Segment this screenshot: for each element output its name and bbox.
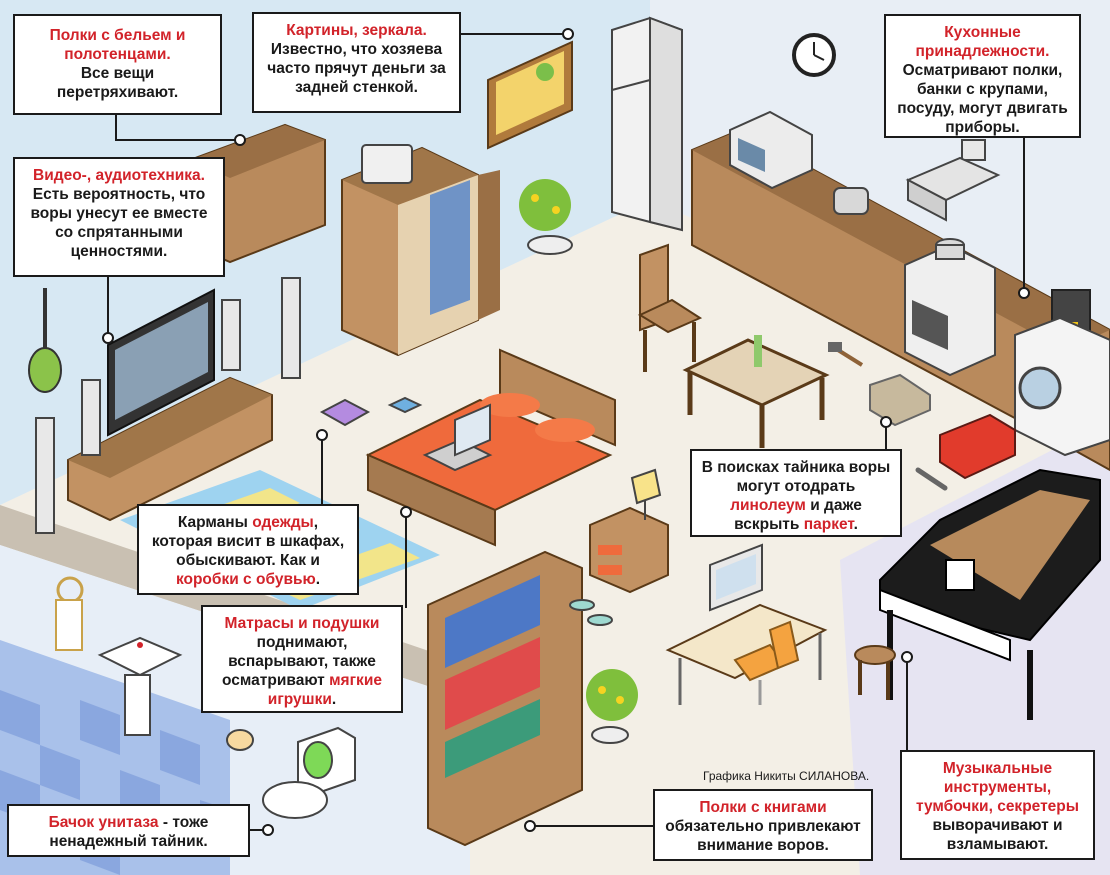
callout-linen: Полки с бельем и полотенцами. Все вещи п…: [13, 14, 222, 115]
hammer-icon: [828, 342, 864, 367]
towel-rack-icon: [55, 576, 84, 651]
fridge-icon: [611, 16, 683, 232]
clothes-icon: [319, 396, 423, 427]
callout-toilet: Бачок унитаза - тоже ненадежный тайник.: [7, 804, 250, 857]
wrench-icon: [915, 467, 948, 491]
callout-video-body: Есть вероятность, что воры унесут ее вме…: [30, 186, 208, 260]
plant-icon: [586, 669, 638, 744]
guitar-icon: [28, 288, 62, 393]
toolbox-icon: [939, 413, 1016, 480]
tv-icon: [107, 288, 215, 437]
slippers-icon: [569, 599, 613, 626]
callout-toilet-body: - тоже ненадежный тайник.: [49, 814, 209, 850]
callout-floor-linoleum: линолеум: [730, 497, 806, 514]
callout-mattress-toys: мягкие игрушки: [267, 672, 382, 708]
pot-icon: [935, 238, 965, 260]
callout-kitchen-body: Осматривают полки, банки с крупами, посу…: [897, 62, 1068, 136]
callout-pictures-title: Картины, зеркала.: [286, 22, 427, 39]
callout-pockets-clothes: одежды: [252, 514, 314, 531]
callout-floor: В поисках тайника воры могут отодрать ли…: [690, 449, 902, 537]
floorboard-icon: [869, 373, 931, 427]
callout-music-body: выворачивают и взламывают.: [932, 817, 1063, 853]
washing-machine-icon: [1014, 316, 1110, 457]
sink-icon: [97, 636, 183, 736]
bookcase-icon: [427, 550, 583, 847]
chair-icon: [637, 243, 703, 372]
plant-icon: [519, 179, 573, 255]
painting-icon: [487, 40, 573, 150]
nightstand-icon: [589, 506, 669, 594]
callout-pockets-text-3: .: [315, 571, 321, 588]
callout-mattress-title: Матрасы и подушки: [224, 615, 380, 632]
callout-pictures: Картины, зеркала. Известно, что хозяева …: [252, 12, 461, 113]
lamp-icon: [630, 468, 662, 520]
tv-stand: [67, 376, 273, 522]
toilet-icon: [262, 726, 356, 819]
grand-piano-icon: [879, 468, 1101, 720]
table-icon: [682, 335, 830, 448]
callout-pictures-body: Известно, что хозяева часто прячут деньг…: [267, 41, 446, 96]
office-chair-icon: [733, 620, 800, 705]
clock-icon: [792, 33, 836, 77]
stove-icon: [904, 243, 996, 377]
callout-books: Полки с книгами обязательно привлекают в…: [653, 789, 873, 861]
callout-music-title: Музыкальные инструменты, тумбочки, секре…: [915, 760, 1079, 815]
callout-pockets-text-2: , которая висит в шкафах, обыскивают. Ка…: [151, 514, 345, 569]
toilet-paper-icon: [226, 729, 254, 751]
microwave-icon: [729, 110, 813, 190]
callout-mattress-text-1: поднимают, вспарывают, также осматривают: [222, 634, 376, 689]
callout-floor-text-1: В поисках тайника воры могут отодрать: [701, 459, 891, 495]
callout-pockets-shoeboxes: коробки с обувью: [175, 571, 316, 588]
speaker-icon: [35, 277, 301, 534]
callout-video: Видео-, аудиотехника. Есть вероятность, …: [13, 157, 225, 277]
callout-pockets-text-1: Карманы: [177, 514, 248, 531]
callout-mattress-text-2: .: [331, 691, 337, 708]
stool-icon: [854, 645, 896, 700]
callout-floor-text-3: .: [853, 516, 858, 533]
callout-video-title: Видео-, аудиотехника.: [33, 167, 205, 184]
monitor-icon: [709, 543, 763, 612]
callout-kitchen: Кухонные принадлежности. Осматривают пол…: [884, 14, 1081, 138]
callout-music: Музыкальные инструменты, тумбочки, секре…: [900, 750, 1095, 860]
callout-floor-parquet: паркет: [803, 516, 854, 533]
leader-lines: [102, 28, 1030, 836]
callout-linen-title: Полки с бельем и полотенцами.: [49, 27, 186, 63]
wardrobe-icon: [341, 144, 500, 357]
callout-mattress: Матрасы и подушки поднимают, вспарывают,…: [201, 605, 403, 713]
callout-kitchen-title: Кухонные принадлежности.: [915, 24, 1050, 60]
callout-floor-text-2: и даже вскрыть: [734, 497, 862, 533]
range-hood-icon: [905, 139, 1001, 222]
callout-books-title: Полки с книгами: [699, 799, 827, 816]
toaster-icon: [833, 187, 869, 215]
callout-pockets: Карманы одежды, которая висит в шкафах, …: [137, 504, 359, 595]
callout-toilet-title: Бачок унитаза: [48, 814, 159, 831]
laptop-icon: [422, 403, 493, 472]
callout-linen-body: Все вещи перетряхивают.: [56, 65, 179, 101]
credit-text: Графика Никиты СИЛАНОВА.: [703, 769, 870, 783]
callout-books-body: обязательно привлекают внимание воров.: [665, 818, 861, 854]
